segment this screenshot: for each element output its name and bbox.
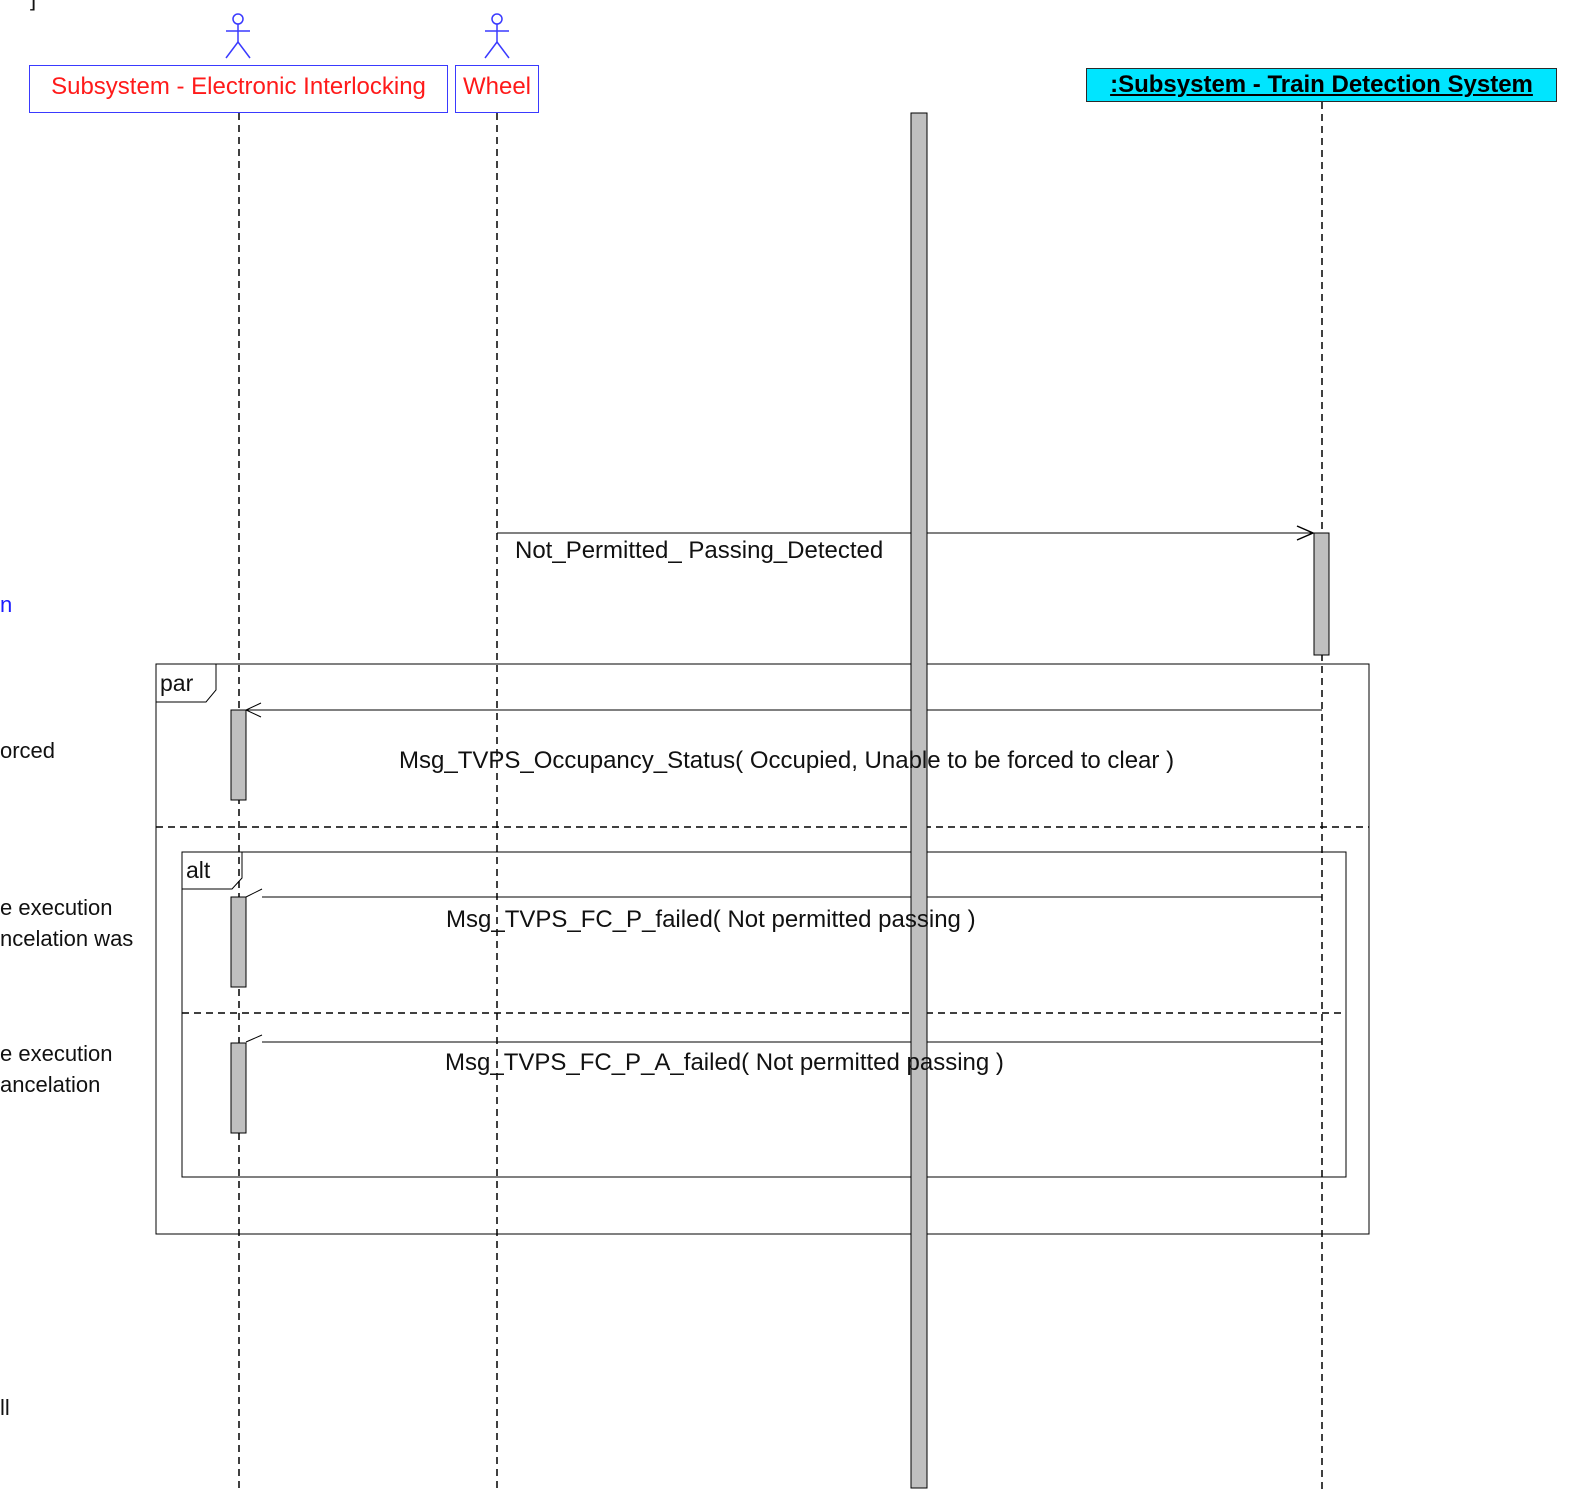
corner-bracket: ] <box>30 0 36 12</box>
lifeline-header-wheel[interactable]: Wheel <box>455 65 539 113</box>
message-label-fc-p-failed: Msg_TVPS_FC_P_failed( Not permitted pass… <box>446 906 976 933</box>
activation-bar-ei-1 <box>230 709 247 801</box>
arrowhead-not-permitted <box>1296 525 1315 541</box>
alt-label-tab <box>182 851 243 890</box>
message-label-not-permitted: Not_Permitted_ Passing_Detected <box>515 537 884 564</box>
side-note-2: orced <box>0 738 56 763</box>
side-note-5: ll <box>0 1395 10 1420</box>
alt-fragment <box>181 851 1347 1178</box>
side-note-3-line1: e execution <box>0 895 113 920</box>
activation-bar-tds <box>1313 532 1330 656</box>
side-note-3-line2: ncelation was <box>0 926 134 951</box>
lifeline-header-train-detection[interactable]: :Subsystem - Train Detection System <box>1086 68 1557 102</box>
actor-icon-electronic-interlocking <box>225 13 251 59</box>
arrowhead-fc-p-failed <box>245 888 263 898</box>
par-label: par <box>160 670 194 696</box>
arrowhead-fc-p-a-failed <box>245 1034 263 1043</box>
message-label-fc-p-a-failed: Msg_TVPS_FC_P_A_failed( Not permitted pa… <box>445 1049 1004 1076</box>
message-label-occupancy: Msg_TVPS_Occupancy_Status( Occupied, Una… <box>399 747 1175 774</box>
actor-icon-wheel <box>484 13 510 59</box>
lifeline-header-electronic-interlocking[interactable]: Subsystem - Electronic Interlocking <box>29 65 448 113</box>
par-fragment <box>155 663 1370 1235</box>
activation-bar-ei-3 <box>230 1042 247 1134</box>
activation-bar-ei-2 <box>230 896 247 988</box>
par-label-tab <box>156 663 217 703</box>
side-note-4-line2: ancelation <box>0 1072 101 1097</box>
alt-label: alt <box>186 857 211 883</box>
side-note-1: n <box>0 592 13 617</box>
side-note-4-line1: e execution <box>0 1041 113 1066</box>
vertical-grey-bar <box>910 112 928 1489</box>
